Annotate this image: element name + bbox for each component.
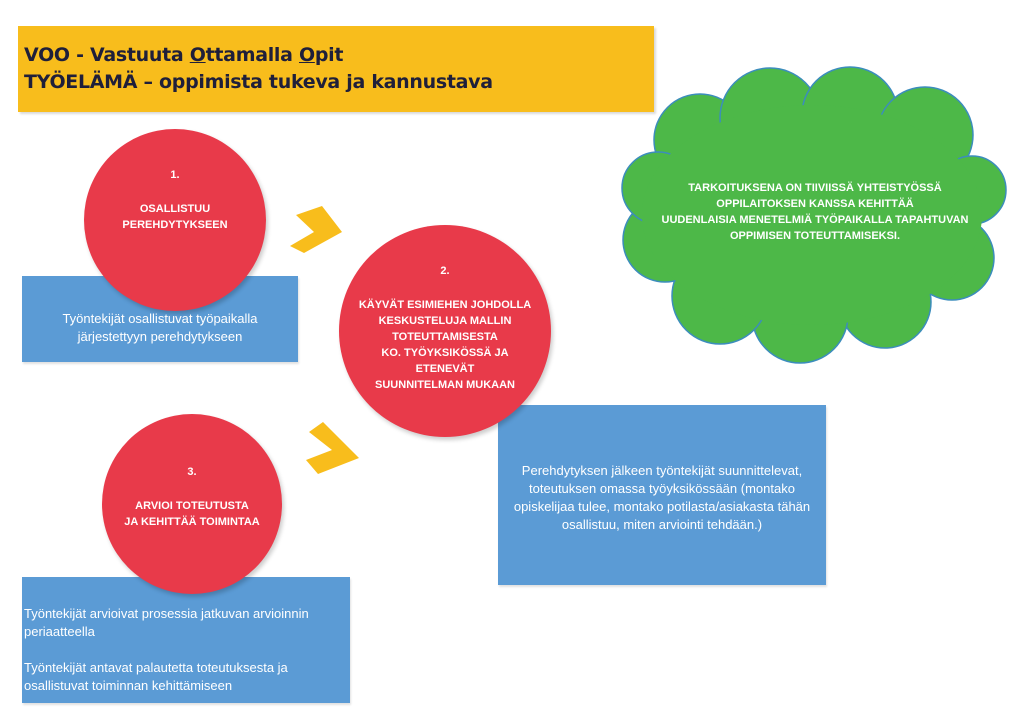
step-1-circle: 1. OSALLISTUU PEREHDYTYKSEEN bbox=[84, 129, 266, 311]
cloud-fill bbox=[642, 105, 982, 325]
step-1-number: 1. bbox=[170, 169, 180, 181]
title-box: VOO - Vastuuta Ottamalla Opit TYÖELÄMÄ –… bbox=[18, 26, 654, 112]
step-3-circle: 3. ARVIOI TOTEUTUSTA JA KEHITTÄÄ TOIMINT… bbox=[102, 414, 282, 594]
step-2-number: 2. bbox=[440, 265, 450, 277]
step-2-description-box: Perehdytyksen jälkeen työntekijät suunni… bbox=[498, 405, 826, 585]
chevron-arrow-2 bbox=[306, 422, 359, 474]
step-3-number: 3. bbox=[187, 466, 197, 478]
title-line-2: TYÖELÄMÄ – oppimista tukeva ja kannustav… bbox=[24, 71, 493, 93]
chevron-arrow-1 bbox=[290, 206, 342, 253]
step-3-title: ARVIOI TOTEUTUSTA JA KEHITTÄÄ TOIMINTAA bbox=[124, 500, 260, 528]
step-2-description: Perehdytyksen jälkeen työntekijät suunni… bbox=[513, 463, 811, 532]
step-2-circle: 2. KÄYVÄT ESIMIEHEN JOHDOLLA KESKUSTELUJ… bbox=[339, 225, 551, 437]
step-1-title: OSALLISTUU PEREHDYTYKSEEN bbox=[122, 203, 228, 231]
step-1-description: Työntekijät osallistuvat työpaikalla jär… bbox=[62, 311, 258, 344]
cloud-text: TARKOITUKSENA ON TIIVIISSÄ YHTEISTYÖSSÄ … bbox=[661, 182, 969, 242]
step-3-description-box: Työntekijät arvioivat prosessia jatkuvan… bbox=[22, 577, 350, 703]
step-2-title: KÄYVÄT ESIMIEHEN JOHDOLLA KESKUSTELUJA M… bbox=[358, 299, 532, 391]
title-line-1: VOO - Vastuuta Ottamalla Opit bbox=[24, 44, 344, 66]
step-3-description: Työntekijät arvioivat prosessia jatkuvan… bbox=[24, 606, 309, 693]
